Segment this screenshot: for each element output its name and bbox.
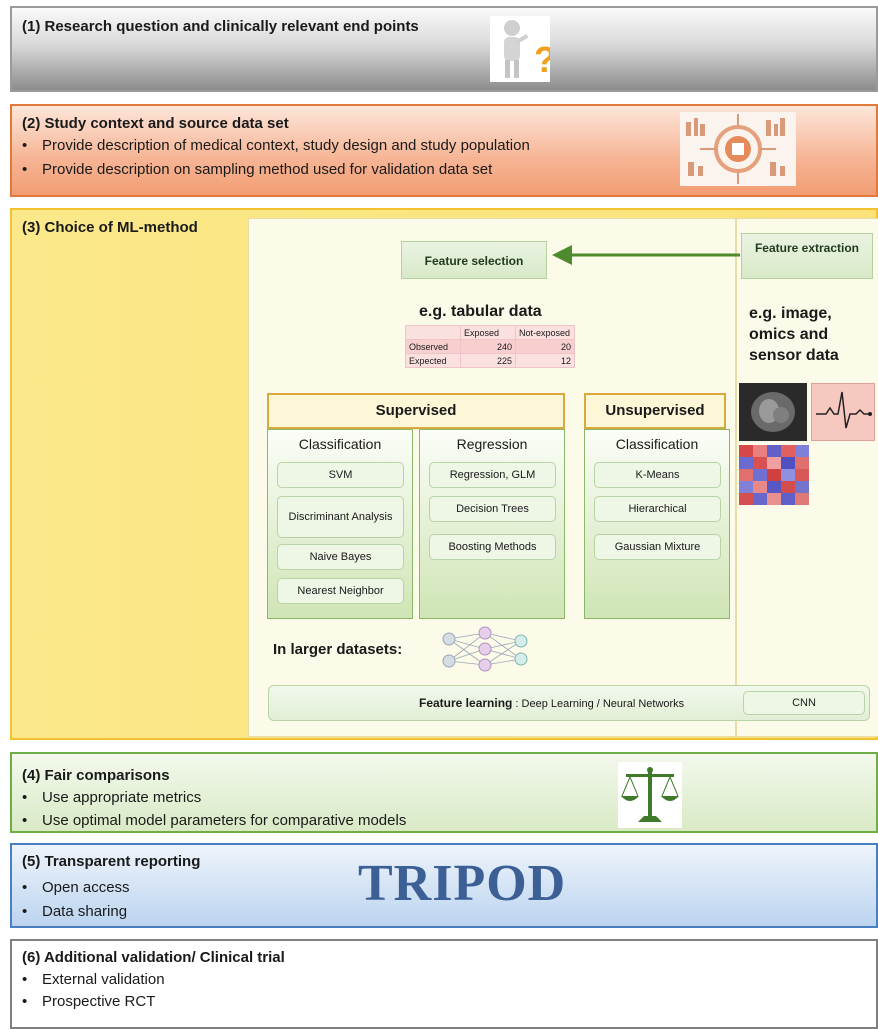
omics-heatmap-icon [739, 445, 809, 505]
feature-learning-label: Feature learning : Deep Learning / Neura… [419, 696, 684, 710]
list-item: Naive Bayes [277, 544, 404, 570]
ecg-signal-icon [811, 383, 875, 441]
table-cell: 225 [460, 353, 516, 368]
table-header: Not-exposed [515, 325, 575, 340]
section-5-bullet-2: Data sharing [22, 903, 127, 920]
feature-extraction-area: Feature extraction e.g. image, omics and… [736, 218, 878, 737]
section-4-bullet-1: Use appropriate metrics [22, 789, 201, 806]
list-item: Discriminant Analysis [277, 496, 404, 538]
section-2-bullet-1: Provide description of medical context, … [22, 137, 530, 154]
table-header: Exposed [460, 325, 516, 340]
list-item: Hierarchical [594, 496, 721, 522]
mri-image-icon [739, 383, 807, 441]
image-data-label: e.g. image, omics and sensor data [749, 305, 839, 364]
section-2-title: (2) Study context and source data set [22, 115, 289, 132]
supervised-header: Supervised [267, 393, 565, 429]
section-3-ml-method: (3) Choice of ML-method Feature selectio… [10, 208, 878, 740]
supervised-unsupervised-area: Feature selection e.g. tabular data Expo… [248, 218, 736, 737]
unsupervised-classification-title: Classification [615, 436, 699, 452]
question-person-icon: ? [490, 16, 556, 82]
table-cell: Observed [405, 339, 461, 354]
section-4-title: (4) Fair comparisons [22, 767, 170, 784]
section-1-research-question: (1) Research question and clinically rel… [10, 6, 878, 92]
svg-text:?: ? [534, 39, 550, 80]
feature-selection-box: Feature selection [401, 241, 547, 279]
neural-network-icon [437, 625, 537, 675]
table-cell: 20 [515, 339, 575, 354]
tripod-logo-text: TRIPOD [358, 855, 567, 912]
list-item: Decision Trees [429, 496, 556, 522]
scales-icon [618, 762, 682, 828]
larger-datasets-label: In larger datasets: [273, 641, 403, 658]
feature-learning-bold: Feature learning [419, 696, 513, 710]
list-item: SVM [277, 462, 404, 488]
list-item: Nearest Neighbor [277, 578, 404, 604]
section-1-title: (1) Research question and clinically rel… [22, 18, 419, 35]
table-cell: Expected [405, 353, 461, 368]
classification-column: Classification SVM Discriminant Analysis… [267, 429, 413, 619]
section-2-study-context: (2) Study context and source data set Pr… [10, 104, 878, 197]
table-cell: 12 [515, 353, 575, 368]
unsupervised-classification-column: Classification K-Means Hierarchical Gaus… [584, 429, 730, 619]
regression-column: Regression Regression, GLM Decision Tree… [419, 429, 565, 619]
section-5-bullet-1: Open access [22, 879, 130, 896]
data-infographic-icon [680, 112, 796, 186]
tripod-logo: TRIPOD [358, 855, 565, 912]
section-2-bullet-2: Provide description on sampling method u… [22, 161, 492, 178]
section-5-transparent-reporting: (5) Transparent reporting Open access Da… [10, 843, 878, 928]
section-6-title: (6) Additional validation/ Clinical tria… [22, 949, 285, 966]
classification-title: Classification [298, 436, 382, 452]
unsupervised-header: Unsupervised [584, 393, 726, 429]
section-3-title: (3) Choice of ML-method [22, 219, 198, 236]
list-item: Regression, GLM [429, 462, 556, 488]
list-item: Gaussian Mixture [594, 534, 721, 560]
feature-extraction-box: Feature extraction [741, 233, 873, 279]
cnn-box: CNN [743, 691, 865, 715]
section-5-title: (5) Transparent reporting [22, 853, 201, 870]
table-header [405, 325, 461, 340]
table-cell: 240 [460, 339, 516, 354]
section-6-additional-validation: (6) Additional validation/ Clinical tria… [10, 939, 878, 1029]
list-item: K-Means [594, 462, 721, 488]
section-4-fair-comparisons: (4) Fair comparisons Use appropriate met… [10, 752, 878, 833]
arrow-icon [552, 242, 742, 268]
list-item: Boosting Methods [429, 534, 556, 560]
feature-learning-bar: Feature learning : Deep Learning / Neura… [268, 685, 870, 721]
section-6-bullet-1: External validation [22, 971, 165, 988]
tabular-data-label: e.g. tabular data [419, 303, 542, 320]
feature-learning-rest: : Deep Learning / Neural Networks [512, 698, 685, 710]
section-6-bullet-2: Prospective RCT [22, 993, 155, 1010]
contingency-table: Exposed Not-exposed Observed 240 20 Expe… [405, 325, 575, 368]
regression-title: Regression [456, 436, 528, 452]
section-4-bullet-2: Use optimal model parameters for compara… [22, 812, 406, 829]
